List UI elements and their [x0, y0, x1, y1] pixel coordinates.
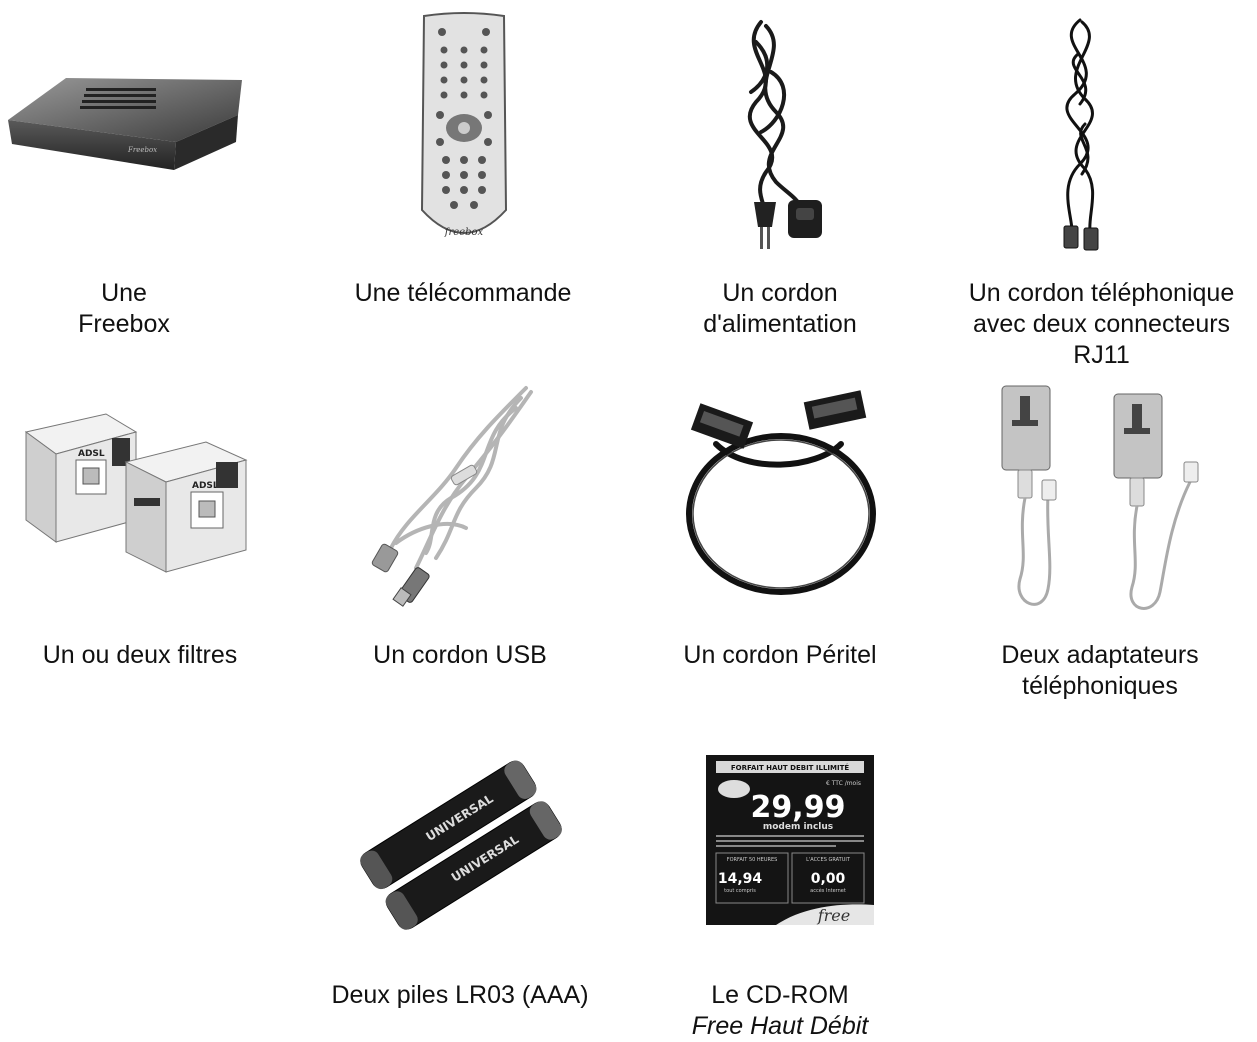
cdrom-right-header: L'ACCES GRATUIT	[806, 857, 851, 863]
adapters-image	[998, 384, 1228, 619]
caption-cdrom: Le CD-ROM Free Haut Débit	[650, 980, 910, 1042]
filter-label-1: ADSL	[78, 449, 105, 459]
freebox-logo: Freebox	[127, 146, 157, 154]
cdrom-header: FORFAIT HAUT DEBIT ILLIMITÉ	[731, 763, 850, 772]
caption-adapters: Deux adaptateurs téléphoniques	[1001, 641, 1199, 700]
filters-image: ADSL ADSL	[16, 402, 266, 582]
cdrom-price-unit: € TTC /mois	[826, 780, 861, 787]
cdrom-price: 29,99	[751, 790, 846, 825]
caption-batteries: Deux piles LR03 (AAA)	[331, 981, 589, 1009]
freebox-image: Freebox	[6, 70, 246, 180]
remote-logo: freebox	[444, 227, 484, 238]
phone-cord-image	[1030, 14, 1130, 254]
cdrom-brand-logo: free	[817, 906, 851, 925]
caption-peritel-cord: Un cordon Péritel	[683, 641, 877, 669]
caption-freebox: Une Freebox	[78, 279, 170, 338]
cdrom-right-price: 0,00	[811, 871, 846, 887]
batteries-image: UNIVERSAL UNIVERSAL	[358, 748, 570, 948]
caption-phone-cord: Un cordon téléphonique avec deux connect…	[968, 279, 1235, 369]
caption-filters: Un ou deux filtres	[42, 641, 238, 669]
cdrom-left-price: 14,94	[718, 871, 763, 887]
filter-label-2: ADSL	[192, 481, 219, 491]
remote-image: freebox	[414, 10, 514, 260]
cdrom-sleeve: FORFAIT HAUT DEBIT ILLIMITÉ € TTC /mois …	[706, 755, 874, 925]
cdrom-left-header: FORFAIT 50 HEURES	[727, 857, 778, 863]
cdrom-price-note: modem inclus	[763, 822, 833, 832]
usb-cord-image	[356, 378, 556, 608]
caption-cdrom-italic: Free Haut Débit	[691, 1012, 869, 1040]
caption-remote: Une télécommande	[354, 279, 572, 307]
caption-usb-cord: Un cordon USB	[373, 641, 547, 669]
peritel-cord-image	[676, 384, 886, 609]
power-cord-image	[716, 12, 846, 257]
cdrom-left-note: tout compris	[724, 888, 756, 894]
caption-power-cord: Un cordon d'alimentation	[703, 279, 857, 338]
cdrom-right-note: accès Internet	[810, 887, 846, 894]
